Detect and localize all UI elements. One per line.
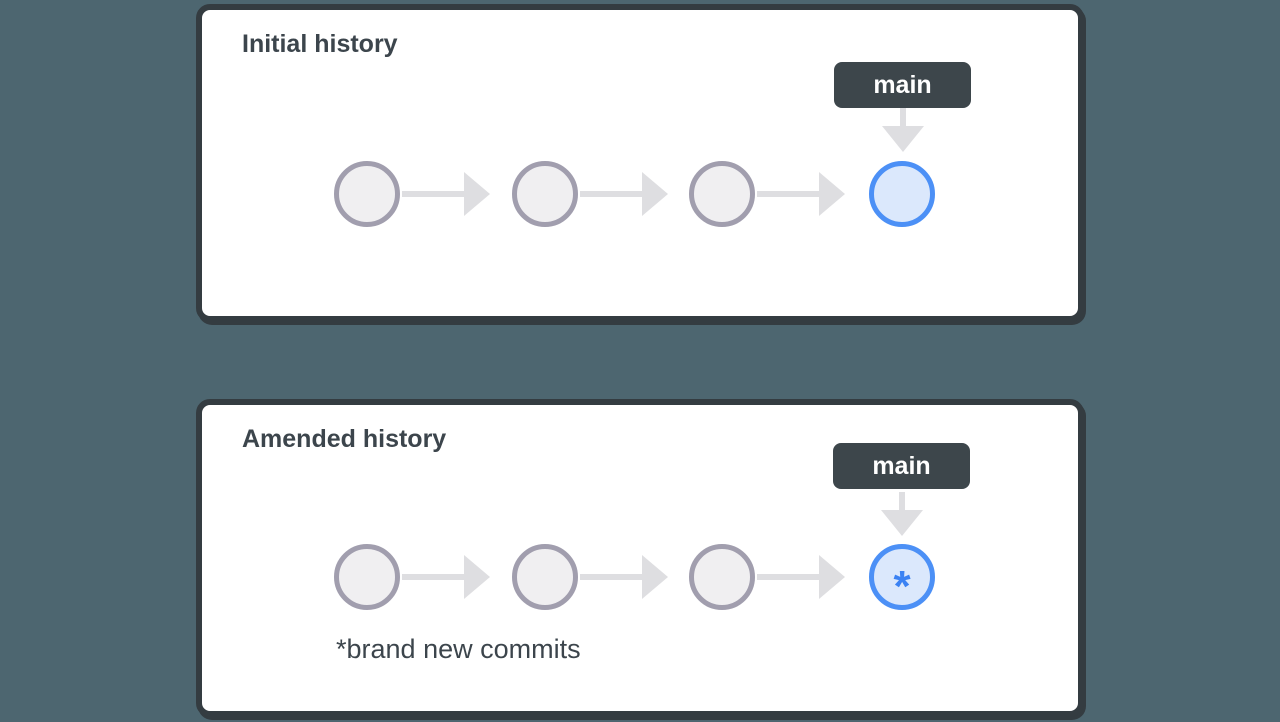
arrow-head <box>642 172 668 216</box>
panel-amended-history: Amended history main * *brand new commit… <box>196 399 1084 717</box>
commit-node <box>334 544 400 610</box>
arrow-right-icon <box>757 555 845 599</box>
panel-initial-history: Initial history main <box>196 4 1084 322</box>
arrow-down-icon <box>881 492 923 536</box>
arrow-head <box>642 555 668 599</box>
arrow-right-icon <box>580 555 668 599</box>
arrow-shaft <box>757 574 821 580</box>
arrow-head <box>881 510 923 536</box>
arrow-down-icon <box>882 108 924 152</box>
arrow-head <box>464 172 490 216</box>
commit-node <box>512 544 578 610</box>
panel-title: Amended history <box>242 425 447 453</box>
branch-label: main <box>834 62 971 108</box>
arrow-head <box>464 555 490 599</box>
arrow-head <box>882 126 924 152</box>
commit-node <box>334 161 400 227</box>
commit-node <box>689 161 755 227</box>
arrow-right-icon <box>402 555 490 599</box>
arrow-right-icon <box>757 172 845 216</box>
arrow-shaft <box>580 574 644 580</box>
commit-node <box>689 544 755 610</box>
branch-label-text: main <box>873 70 932 99</box>
arrow-right-icon <box>580 172 668 216</box>
arrow-shaft <box>899 492 905 512</box>
arrow-head <box>819 172 845 216</box>
panel-title: Initial history <box>242 30 398 58</box>
arrow-head <box>819 555 845 599</box>
arrow-shaft <box>402 191 466 197</box>
commit-node-highlighted <box>869 161 935 227</box>
arrow-shaft <box>580 191 644 197</box>
branch-label: main <box>833 443 970 489</box>
footnote: *brand new commits <box>336 634 581 664</box>
arrow-right-icon <box>402 172 490 216</box>
commit-node <box>512 161 578 227</box>
arrow-shaft <box>757 191 821 197</box>
arrow-shaft <box>402 574 466 580</box>
commit-node-highlighted: * <box>869 544 935 610</box>
arrow-shaft <box>900 108 906 128</box>
new-commit-asterisk: * <box>893 562 911 611</box>
branch-label-text: main <box>872 451 931 480</box>
